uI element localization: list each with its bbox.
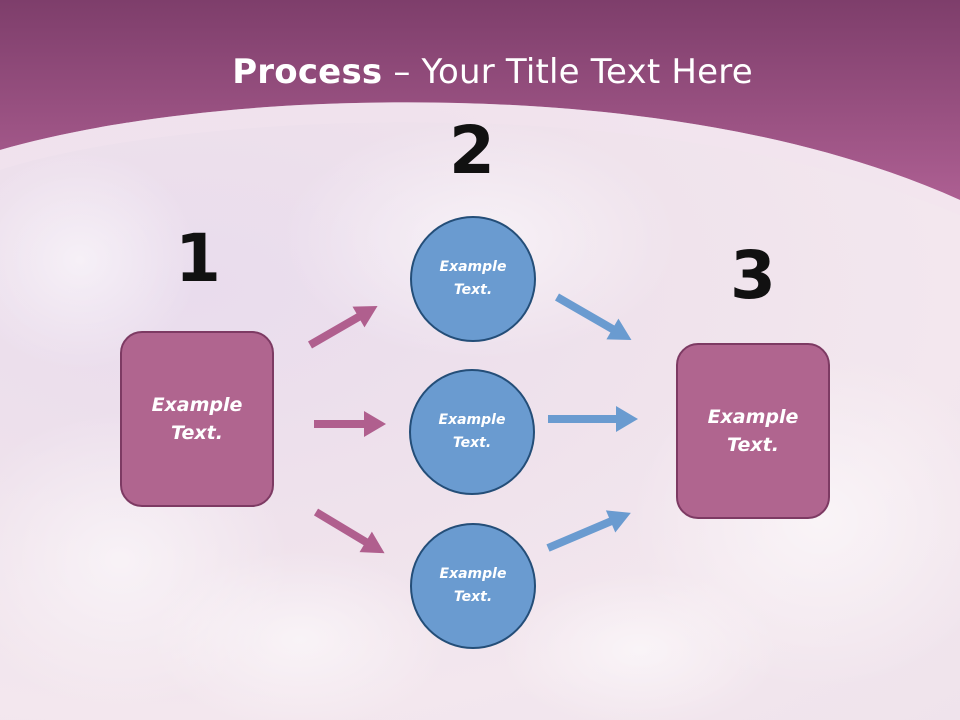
title-rest: – Your Title Text Here (382, 52, 753, 92)
arrow-to-middle-circle (314, 411, 386, 437)
bottom-circle: Example Text. (410, 523, 536, 649)
middle-circle: Example Text. (409, 369, 535, 495)
title-bold-part: Process (232, 52, 383, 92)
step-number-3: 3 (730, 237, 776, 314)
arrow-to-bottom-circle (313, 508, 385, 554)
right-box-text: Example Text. (707, 405, 799, 457)
arrow-from-middle-circle (548, 406, 638, 432)
bottom-circle-text: Example Text. (439, 565, 507, 605)
top-circle: Example Text. (410, 216, 536, 342)
slide-title: Process – Your Title Text Here (0, 52, 960, 92)
top-circle-text: Example Text. (439, 258, 507, 298)
arrow-to-top-circle (308, 306, 378, 349)
right-process-box: Example Text. (676, 343, 830, 519)
step-number-2: 2 (449, 112, 495, 189)
left-process-box: Example Text. (120, 331, 274, 507)
step-number-1: 1 (175, 220, 221, 297)
left-box-text: Example Text. (151, 393, 243, 445)
middle-circle-text: Example Text. (438, 411, 506, 451)
arrow-from-top-circle (555, 293, 632, 340)
arrow-from-bottom-circle (546, 510, 631, 552)
